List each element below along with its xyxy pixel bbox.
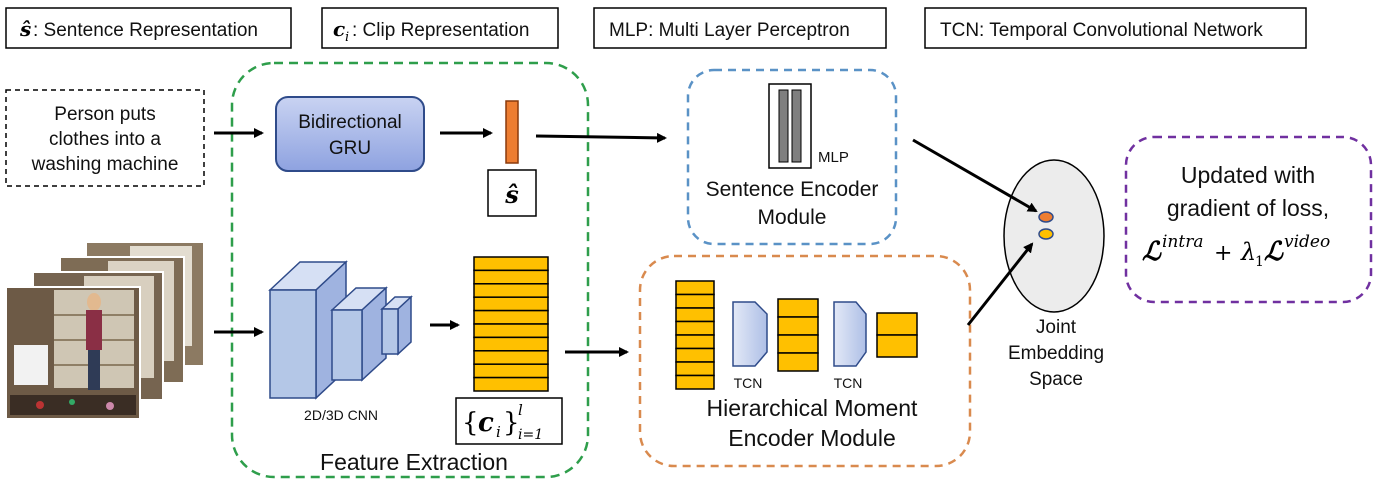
joint-space-label-line2: Embedding	[1008, 343, 1104, 364]
moment-level1-cell	[675, 334, 715, 350]
clip-feature-cell	[473, 376, 549, 392]
legend-tcn: TCN: Temporal Convolutional Network	[924, 7, 1307, 49]
arrow-vector-to-sentence-encoder	[535, 132, 667, 143]
cnn-layer-medium	[330, 286, 388, 382]
moment-level2-cell	[777, 316, 819, 336]
loss-line2: gradient of loss,	[1167, 195, 1329, 221]
svg-text:clothes into a: clothes into a	[49, 129, 161, 150]
cnn-layer-small	[380, 295, 413, 356]
moment-encoder-title-line2: Encoder Module	[728, 425, 896, 451]
tcn-block-2	[833, 301, 867, 367]
sentence-encoder-title-line2: Module	[758, 206, 827, 229]
svg-text:i: i	[496, 423, 501, 441]
clip-feature-cell	[473, 309, 549, 325]
moment-level2-cell	[777, 334, 819, 354]
loss-line1: Updated with	[1181, 162, 1315, 188]
svg-text:i: i	[345, 30, 349, 45]
video-frame-front	[5, 286, 141, 420]
svg-text:: Clip Representation: : Clip Representation	[352, 20, 529, 41]
loss-term-intra: ℒ	[1142, 237, 1162, 267]
moment-level2-cell	[777, 352, 819, 372]
svg-text:c: c	[478, 408, 494, 438]
svg-text:ŝ: ŝ	[504, 180, 519, 209]
bidirectional-gru-block: Bidirectional GRU	[275, 96, 425, 172]
svg-text:i=1: i=1	[518, 427, 543, 443]
svg-text:{: {	[462, 408, 479, 438]
moment-embedding-point	[1038, 228, 1054, 240]
legend-mlp: MLP: Multi Layer Perceptron	[593, 7, 887, 49]
sentence-representation-label: ŝ	[487, 169, 537, 217]
mlp-label: MLP	[818, 149, 849, 166]
moment-level1-cell	[675, 307, 715, 323]
cnn-label: 2D/3D CNN	[304, 407, 378, 423]
clip-feature-cell	[473, 350, 549, 365]
moment-stack-level1	[675, 280, 715, 390]
svg-text:video: video	[1284, 232, 1330, 252]
svg-text:l: l	[518, 401, 523, 419]
clip-feature-cell	[473, 283, 549, 298]
svg-text:+: +	[1214, 241, 1232, 266]
svg-text:λ: λ	[1240, 238, 1256, 266]
clip-set-label: { c i } l i=1	[455, 397, 563, 445]
moment-level1-cell	[675, 347, 715, 363]
sentence-embedding-point	[1038, 211, 1054, 223]
sentence-vector	[505, 100, 519, 164]
tcn-label-1: TCN	[734, 375, 763, 391]
svg-text:GRU: GRU	[329, 138, 371, 159]
clip-feature-cell	[473, 363, 549, 379]
moment-encoder-title: Hierarchical Moment	[707, 395, 919, 421]
moment-stack-level2	[777, 298, 819, 372]
moment-level1-cell	[675, 293, 715, 309]
svg-text:washing machine: washing machine	[31, 154, 179, 175]
moment-level1-cell	[675, 320, 715, 336]
moment-level3-cell	[876, 312, 918, 336]
loss-box: Updated with gradient of loss, ℒ intra +…	[1124, 135, 1373, 304]
clip-feature-cell	[473, 256, 549, 272]
joint-space-label: Joint	[1036, 317, 1077, 338]
svg-text:Bidirectional: Bidirectional	[298, 112, 402, 133]
cnn-block	[268, 260, 413, 400]
svg-text:TCN: Temporal Convolutional Ne: TCN: Temporal Convolutional Network	[940, 20, 1263, 41]
svg-text:}: }	[503, 408, 520, 438]
moment-level3-cell	[876, 334, 918, 358]
svg-text:Person puts: Person puts	[54, 104, 155, 125]
mlp-block	[768, 83, 812, 169]
svg-text:1: 1	[1255, 254, 1264, 270]
clip-feature-cell	[473, 323, 549, 339]
moment-level1-cell	[675, 280, 715, 296]
svg-text:MLP: Multi Layer Perceptron: MLP: Multi Layer Perceptron	[609, 20, 850, 41]
svg-text:c: c	[333, 17, 345, 41]
loss-term-video: ℒ	[1264, 237, 1284, 267]
feature-extraction-label: Feature Extraction	[320, 449, 508, 475]
svg-text:ŝ: ŝ	[19, 17, 31, 41]
moment-encoder-module	[638, 254, 972, 468]
input-sentence-box: Person puts clothes into a washing machi…	[5, 89, 205, 187]
input-video-frames	[5, 241, 205, 420]
moment-level1-cell	[675, 374, 715, 390]
clip-feature-cell	[473, 296, 549, 312]
legend-clip-representation: c i : Clip Representation	[321, 7, 559, 49]
tcn-label-2: TCN	[834, 375, 863, 391]
clip-feature-stack	[473, 256, 549, 392]
svg-text:intra: intra	[1162, 232, 1203, 252]
sentence-encoder-module	[686, 68, 898, 246]
tcn-block-1	[732, 301, 768, 367]
svg-text:: Sentence Representation: : Sentence Representation	[33, 20, 258, 41]
clip-feature-cell	[473, 336, 549, 352]
joint-embedding-space	[1003, 159, 1105, 313]
sentence-encoder-title: Sentence Encoder	[706, 178, 879, 201]
moment-level2-cell	[777, 298, 819, 318]
arrow-moment-encoder-to-joint	[966, 242, 1034, 326]
clip-feature-cell	[473, 269, 549, 285]
joint-space-label-line3: Space	[1029, 369, 1083, 390]
flow-arrows	[214, 128, 1038, 357]
legend-sentence-representation: ŝ : Sentence Representation	[5, 7, 292, 49]
moment-stack-level3	[876, 312, 918, 358]
moment-level1-cell	[675, 361, 715, 377]
feature-extraction-region	[230, 61, 590, 479]
arrow-sentence-encoder-to-joint	[912, 138, 1038, 213]
